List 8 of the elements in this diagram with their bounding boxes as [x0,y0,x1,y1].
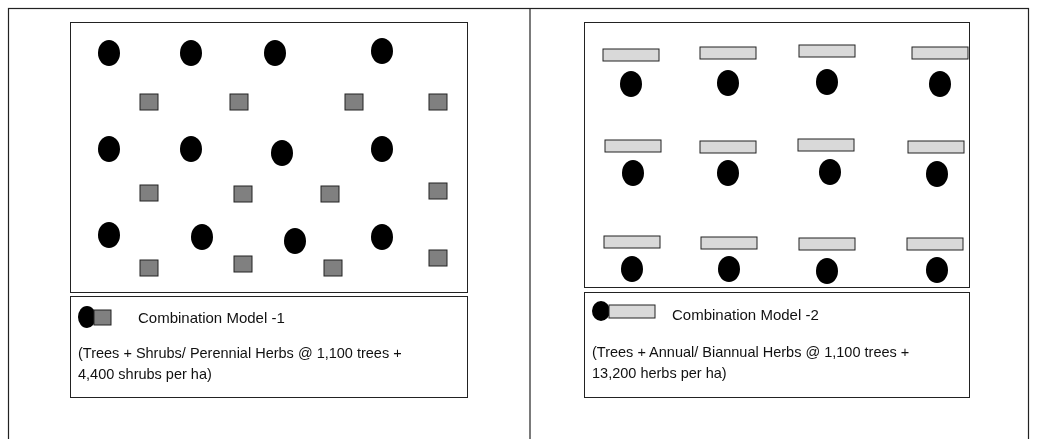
legend-box [70,296,468,398]
legend-description: (Trees + Annual/ Biannual Herbs @ 1,100 trees + 13,200 herbs per ha) [592,343,911,383]
legend-heading: Combination Model -1 [138,309,285,326]
legend-box [584,292,970,398]
plot-box [584,22,970,288]
legend-description: (Trees + Shrubs/ Perennial Herbs @ 1,100 trees + 4,400 shrubs per ha) [78,344,403,384]
plot-box [70,22,468,293]
legend-heading: Combination Model -2 [672,306,819,323]
